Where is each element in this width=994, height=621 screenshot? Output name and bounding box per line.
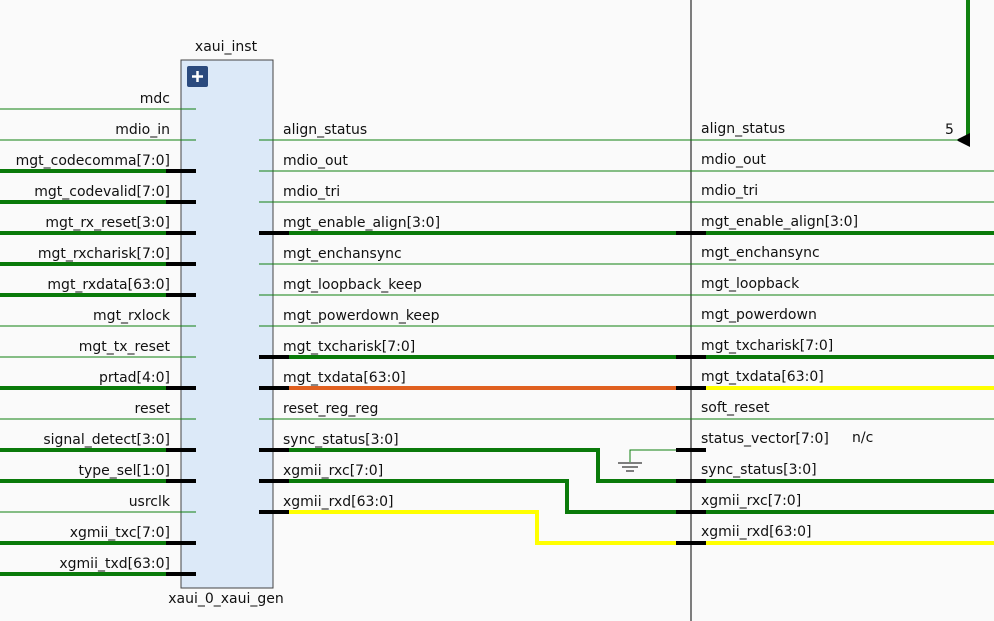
net-xgmii-rxd[interactable] <box>289 510 676 545</box>
port-label-reset: reset <box>135 401 171 417</box>
instance-name: xaui_inst <box>195 39 258 55</box>
right-pin-label-mgt-txdata: mgt_txdata[63:0] <box>701 369 824 385</box>
port-label-mgt-powerdown-keep: mgt_powerdown_keep <box>283 308 440 324</box>
wires-layer <box>0 108 994 576</box>
xaui-instance-block[interactable] <box>180 59 274 589</box>
port-label-mgt-rx-reset: mgt_rx_reset[3:0] <box>45 215 170 231</box>
labels-layer: mdc mdio_in mgt_codecomma[7:0] mgt_codevali… <box>16 91 858 572</box>
right-pin-label-mgt-txcharisk: mgt_txcharisk[7:0] <box>701 338 833 354</box>
right-pin-label-sync-status: sync_status[3:0] <box>701 462 817 478</box>
port-label-type-sel: type_sel[1:0] <box>78 463 170 479</box>
net-sync-status[interactable] <box>289 448 676 483</box>
port-label-xgmii-rxc: xgmii_rxc[7:0] <box>283 463 383 479</box>
port-label-mgt-enchansync: mgt_enchansync <box>283 246 402 262</box>
right-pin-label-mgt-loopback: mgt_loopback <box>701 276 800 292</box>
port-label-sync-status: sync_status[3:0] <box>283 432 399 448</box>
port-label-mgt-loopback-keep: mgt_loopback_keep <box>283 277 422 293</box>
right-pin-label-xgmii-rxc: xgmii_rxc[7:0] <box>701 493 801 509</box>
port-label-mdio-in: mdio_in <box>115 122 170 138</box>
right-pin-label-status-vector: status_vector[7:0] <box>701 431 829 447</box>
port-label-mgt-codecomma: mgt_codecomma[7:0] <box>16 153 170 169</box>
port-label-xgmii-txd: xgmii_txd[63:0] <box>59 556 170 572</box>
right-pin-label-mgt-enchansync: mgt_enchansync <box>701 245 820 261</box>
port-label-mdio-tri: mdio_tri <box>283 184 340 200</box>
port-label-align-status: align_status <box>283 122 367 138</box>
port-label-usrclk: usrclk <box>129 494 171 510</box>
right-pin-label-mdio-out: mdio_out <box>701 152 766 168</box>
pins-layer <box>166 108 706 576</box>
arrow-align-status <box>956 133 970 147</box>
port-label-mgt-enable-align: mgt_enable_align[3:0] <box>283 215 440 231</box>
plus-icon <box>192 71 203 82</box>
port-label-mgt-rxcharisk: mgt_rxcharisk[7:0] <box>38 246 170 262</box>
expand-button[interactable] <box>187 66 208 87</box>
right-pin-label-xgmii-rxd: xgmii_rxd[63:0] <box>701 524 812 540</box>
right-pin-label-mgt-enable-align: mgt_enable_align[3:0] <box>701 214 858 230</box>
port-label-mdc: mdc <box>140 91 170 107</box>
ground-symbol <box>618 449 676 472</box>
nc-label: n/c <box>852 430 873 446</box>
port-label-mgt-txcharisk: mgt_txcharisk[7:0] <box>283 339 415 355</box>
right-pin-label-align-status: align_status <box>701 121 785 137</box>
port-label-mdio-out: mdio_out <box>283 153 348 169</box>
net-xgmii-rxc[interactable] <box>289 479 676 514</box>
port-label-xgmii-txc: xgmii_txc[7:0] <box>70 525 170 541</box>
port-label-mgt-tx-reset: mgt_tx_reset <box>79 339 171 355</box>
right-pin-label-soft-reset: soft_reset <box>701 400 770 416</box>
right-pin-label-mgt-powerdown: mgt_powerdown <box>701 307 817 323</box>
port-label-reset-reg-reg: reset_reg_reg <box>283 401 378 417</box>
port-label-mgt-txdata: mgt_txdata[63:0] <box>283 370 406 386</box>
port-label-mgt-rxlock: mgt_rxlock <box>93 308 171 324</box>
port-label-mgt-rxdata: mgt_rxdata[63:0] <box>47 277 170 293</box>
right-pin-label-mdio-tri: mdio_tri <box>701 183 758 199</box>
port-label-xgmii-rxd: xgmii_rxd[63:0] <box>283 494 394 510</box>
port-label-mgt-codevalid: mgt_codevalid[7:0] <box>34 184 170 200</box>
port-label-prtad: prtad[4:0] <box>99 370 170 386</box>
port-label-signal-detect: signal_detect[3:0] <box>43 432 170 448</box>
align-status-value: 5 <box>945 122 954 138</box>
module-name: xaui_0_xaui_gen <box>168 591 284 607</box>
